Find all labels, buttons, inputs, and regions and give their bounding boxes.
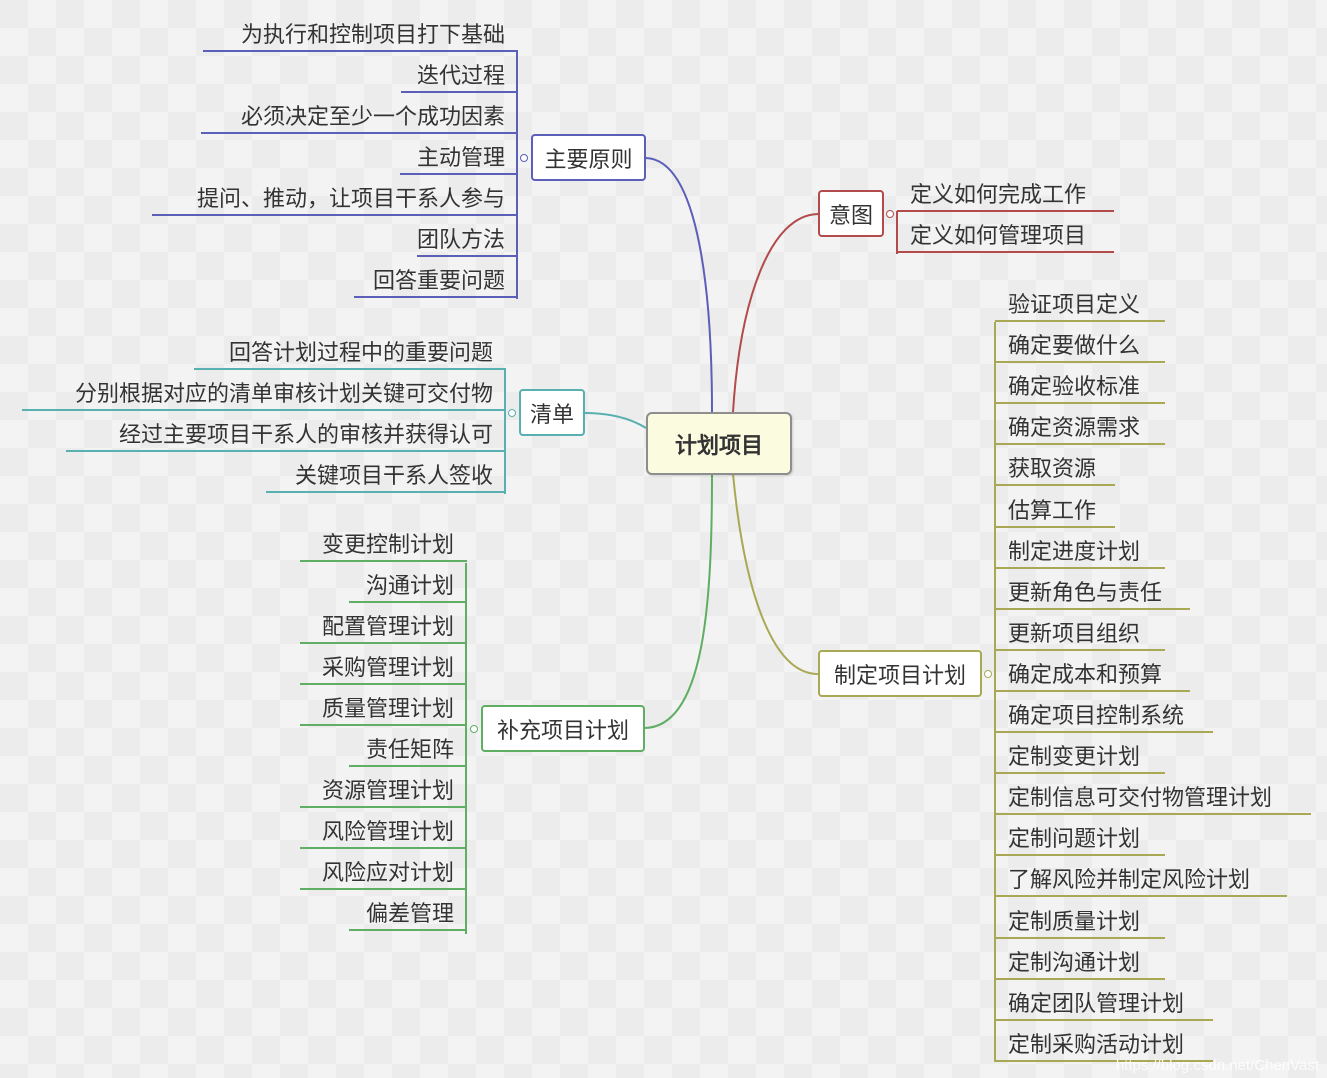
plan-item[interactable]: 制定进度计划 <box>995 539 1165 569</box>
supplement-connector-bar <box>465 563 467 934</box>
plan-item[interactable]: 确定要做什么 <box>995 333 1165 363</box>
plan-item[interactable]: 确定验收标准 <box>995 374 1165 404</box>
plan-item[interactable]: 估算工作 <box>995 498 1115 528</box>
supplement-item[interactable]: 责任矩阵 <box>349 737 467 767</box>
branch-plan[interactable]: 制定项目计划 <box>818 650 982 697</box>
supplement-item[interactable]: 资源管理计划 <box>300 778 467 808</box>
plan-item[interactable]: 定制信息可交付物管理计划 <box>995 785 1311 815</box>
plan-item[interactable]: 定制沟通计划 <box>995 950 1165 980</box>
checklist-item[interactable]: 经过主要项目干系人的审核并获得认可 <box>66 422 506 452</box>
principles-item[interactable]: 主动管理 <box>400 145 518 175</box>
supplement-item[interactable]: 偏差管理 <box>349 901 467 931</box>
plan-item[interactable]: 确定团队管理计划 <box>995 991 1213 1021</box>
principles-item[interactable]: 迭代过程 <box>401 63 518 93</box>
plan-item[interactable]: 验证项目定义 <box>995 292 1165 322</box>
principles-connector-bar <box>516 52 518 299</box>
plan-item[interactable]: 定制问题计划 <box>995 826 1165 856</box>
checklist-connector-bar <box>504 370 506 494</box>
principles-item[interactable]: 团队方法 <box>417 227 518 257</box>
plan-item[interactable]: 确定资源需求 <box>995 415 1165 445</box>
supplement-collapse-toggle[interactable] <box>470 725 478 733</box>
watermark: https://blog.csdn.net/ChenVast <box>1115 1057 1319 1074</box>
plan-item[interactable]: 定制质量计划 <box>995 909 1165 939</box>
checklist-item[interactable]: 回答计划过程中的重要问题 <box>194 340 506 370</box>
branch-principles[interactable]: 主要原则 <box>531 134 646 181</box>
root-node[interactable]: 计划项目 <box>646 412 792 475</box>
principles-item[interactable]: 回答重要问题 <box>354 268 518 298</box>
supplement-item[interactable]: 配置管理计划 <box>300 614 467 644</box>
checklist-item[interactable]: 关键项目干系人签收 <box>266 463 506 493</box>
plan-item[interactable]: 了解风险并制定风险计划 <box>995 867 1287 897</box>
supplement-item[interactable]: 风险应对计划 <box>300 860 467 890</box>
supplement-item[interactable]: 风险管理计划 <box>300 819 467 849</box>
link-root-principles <box>645 157 713 413</box>
branch-supplement[interactable]: 补充项目计划 <box>481 705 645 752</box>
supplement-item[interactable]: 质量管理计划 <box>300 696 467 726</box>
principles-item[interactable]: 提问、推动，让项目干系人参与 <box>152 186 518 216</box>
link-root-checklist <box>583 412 647 429</box>
plan-connector-bar <box>994 322 996 1062</box>
plan-item[interactable]: 更新项目组织 <box>995 621 1165 651</box>
plan-collapse-toggle[interactable] <box>984 670 992 678</box>
plan-item[interactable]: 定制变更计划 <box>995 744 1165 774</box>
link-root-plan <box>732 473 819 675</box>
supplement-item[interactable]: 沟通计划 <box>349 573 467 603</box>
link-root-intent <box>732 213 819 413</box>
link-root-supplement <box>643 473 713 729</box>
plan-item[interactable]: 更新角色与责任 <box>995 580 1190 610</box>
branch-checklist[interactable]: 清单 <box>519 389 585 436</box>
plan-item[interactable]: 确定成本和预算 <box>995 662 1190 692</box>
intent-collapse-toggle[interactable] <box>886 210 894 218</box>
intent-connector-bar <box>896 211 898 254</box>
principles-item[interactable]: 必须决定至少一个成功因素 <box>201 104 518 134</box>
checklist-collapse-toggle[interactable] <box>508 409 516 417</box>
plan-item[interactable]: 定制采购活动计划 <box>995 1032 1213 1062</box>
intent-item[interactable]: 定义如何管理项目 <box>897 223 1114 253</box>
principles-item[interactable]: 为执行和控制项目打下基础 <box>203 22 518 52</box>
branch-intent[interactable]: 意图 <box>818 190 884 237</box>
intent-item[interactable]: 定义如何完成工作 <box>897 182 1114 212</box>
plan-item[interactable]: 获取资源 <box>995 456 1115 486</box>
supplement-item[interactable]: 采购管理计划 <box>300 655 467 685</box>
checklist-item[interactable]: 分别根据对应的清单审核计划关键可交付物 <box>22 381 506 411</box>
supplement-item[interactable]: 变更控制计划 <box>300 532 467 562</box>
plan-item[interactable]: 确定项目控制系统 <box>995 703 1213 733</box>
principles-collapse-toggle[interactable] <box>520 154 528 162</box>
